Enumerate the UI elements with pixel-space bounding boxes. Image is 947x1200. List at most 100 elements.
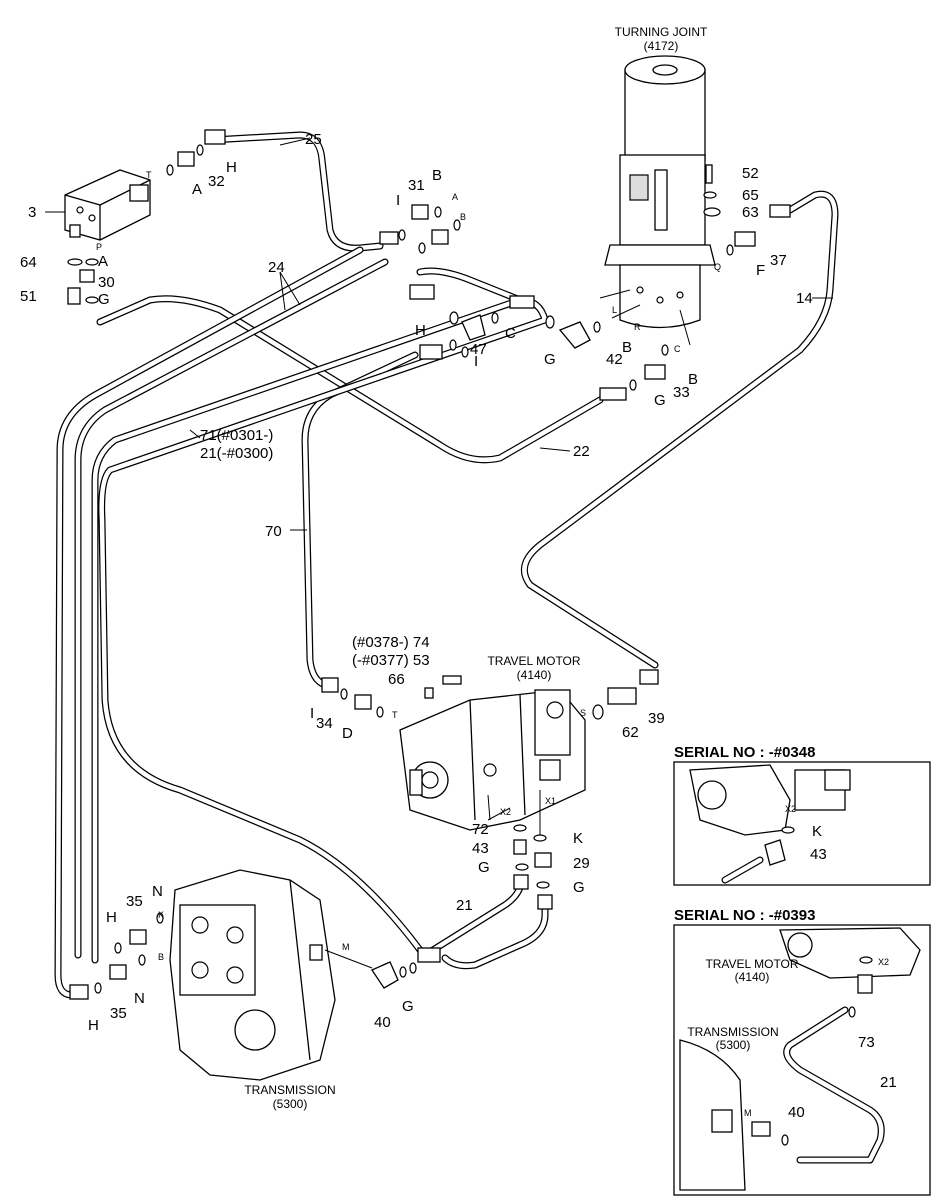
- inset-2-m: M: [744, 1108, 752, 1118]
- label-66: 66: [388, 671, 405, 688]
- label-x2: X2: [500, 807, 511, 817]
- label-51: 51: [20, 288, 37, 305]
- inset-serial-0348: SERIAL NO : -#0348 X2 K 43: [673, 744, 931, 886]
- label-k1: K: [573, 830, 583, 847]
- turning-joint-code: (4172): [644, 39, 679, 53]
- travel-motor-title: TRAVEL MOTOR: [487, 654, 580, 668]
- label-33: 33: [673, 384, 690, 401]
- label-72: 72: [472, 821, 489, 838]
- label-h2: H: [415, 322, 426, 339]
- inset-2-x2: X2: [878, 957, 889, 967]
- label-g3: G: [654, 392, 666, 409]
- fittings: [67, 129, 791, 1000]
- label-32: 32: [208, 173, 225, 190]
- label-f: F: [756, 262, 765, 279]
- inset-1-x2: X2: [785, 804, 796, 814]
- label-m: M: [342, 942, 350, 952]
- label-53: (-#0377) 53: [352, 652, 430, 669]
- label-l: L: [612, 305, 617, 315]
- transmission: [169, 869, 336, 1081]
- label-d: D: [342, 725, 353, 742]
- label-30: 30: [98, 274, 115, 291]
- label-b4: B: [688, 371, 698, 388]
- label-43: 43: [472, 840, 489, 857]
- label-62: 62: [622, 724, 639, 741]
- label-31: 31: [408, 177, 425, 194]
- inset-2-21: 21: [880, 1074, 897, 1091]
- label-s: S: [580, 708, 586, 718]
- inset-2-transmission-code: (5300): [716, 1038, 751, 1052]
- part-labels: 3 64 51 30 A G T P A 32 H 25 31 B I A B …: [20, 131, 813, 1034]
- label-21-variant: 21(-#0300): [200, 445, 273, 462]
- label-i3: I: [310, 705, 314, 722]
- label-g6: G: [402, 998, 414, 1015]
- label-47: 47: [470, 341, 487, 358]
- inset-2-motor-code: (4140): [735, 970, 770, 984]
- label-64: 64: [20, 254, 37, 271]
- label-n2: N: [134, 990, 145, 1007]
- inset-1-43: 43: [810, 846, 827, 863]
- inset-2-title: SERIAL NO : -#0393: [674, 907, 815, 924]
- turning-joint: [599, 55, 716, 346]
- label-35b: 35: [110, 1005, 127, 1022]
- hose-lines: [54, 131, 839, 999]
- label-n1: N: [152, 883, 163, 900]
- turning-joint-title: TURNING JOINT: [615, 25, 708, 39]
- label-35a: 35: [126, 893, 143, 910]
- label-x1: X1: [545, 796, 556, 806]
- travel-motor: [399, 689, 586, 835]
- inset-serial-0393: SERIAL NO : -#0393 TRAVEL MOTOR (4140) T…: [673, 907, 931, 1196]
- label-h3: H: [106, 909, 117, 926]
- label-r: R: [634, 322, 641, 332]
- label-22: 22: [573, 443, 590, 460]
- label-52: 52: [742, 165, 759, 182]
- label-21: 21: [456, 897, 473, 914]
- valve-block-3: [45, 169, 151, 241]
- label-h1: H: [226, 159, 237, 176]
- label-a2: A: [192, 181, 202, 198]
- label-b5: B: [158, 952, 164, 962]
- label-i2: I: [474, 353, 478, 370]
- inset-2-motor: TRAVEL MOTOR: [705, 957, 798, 971]
- label-g4: G: [478, 859, 490, 876]
- label-b1: B: [432, 167, 442, 184]
- label-b2: B: [460, 212, 466, 222]
- inset-2-40: 40: [788, 1104, 805, 1121]
- label-a1: A: [98, 253, 108, 270]
- label-g5: G: [573, 879, 585, 896]
- inset-1-k: K: [812, 823, 822, 840]
- label-b3: B: [622, 339, 632, 356]
- inset-1-title: SERIAL NO : -#0348: [674, 744, 815, 761]
- inset-2-transmission: TRANSMISSION: [687, 1025, 778, 1039]
- label-14: 14: [796, 290, 813, 307]
- label-c2: C: [674, 344, 681, 354]
- label-p1: P: [96, 242, 102, 252]
- label-k2: K: [158, 910, 164, 920]
- label-g2: G: [544, 351, 556, 368]
- label-65: 65: [742, 187, 759, 204]
- label-3: 3: [28, 204, 36, 221]
- label-h4: H: [88, 1017, 99, 1034]
- transmission-code: (5300): [273, 1097, 308, 1111]
- transmission-title: TRANSMISSION: [244, 1083, 335, 1097]
- travel-motor-code: (4140): [517, 668, 552, 682]
- label-i1: I: [396, 192, 400, 209]
- label-a3: A: [452, 192, 458, 202]
- label-t1: T: [146, 170, 152, 180]
- label-42: 42: [606, 351, 623, 368]
- label-24: 24: [268, 259, 285, 276]
- label-g1: G: [98, 291, 110, 308]
- label-c1: C: [505, 325, 516, 342]
- label-39: 39: [648, 710, 665, 727]
- label-40: 40: [374, 1014, 391, 1031]
- label-25: 25: [305, 131, 322, 148]
- label-29: 29: [573, 855, 590, 872]
- label-q: Q: [714, 262, 721, 272]
- label-71: 71(#0301-): [200, 427, 273, 444]
- component-titles: TURNING JOINT (4172) TRAVEL MOTOR (4140)…: [244, 25, 708, 1111]
- label-34: 34: [316, 715, 333, 732]
- label-74: (#0378-) 74: [352, 634, 430, 651]
- label-37: 37: [770, 252, 787, 269]
- label-70: 70: [265, 523, 282, 540]
